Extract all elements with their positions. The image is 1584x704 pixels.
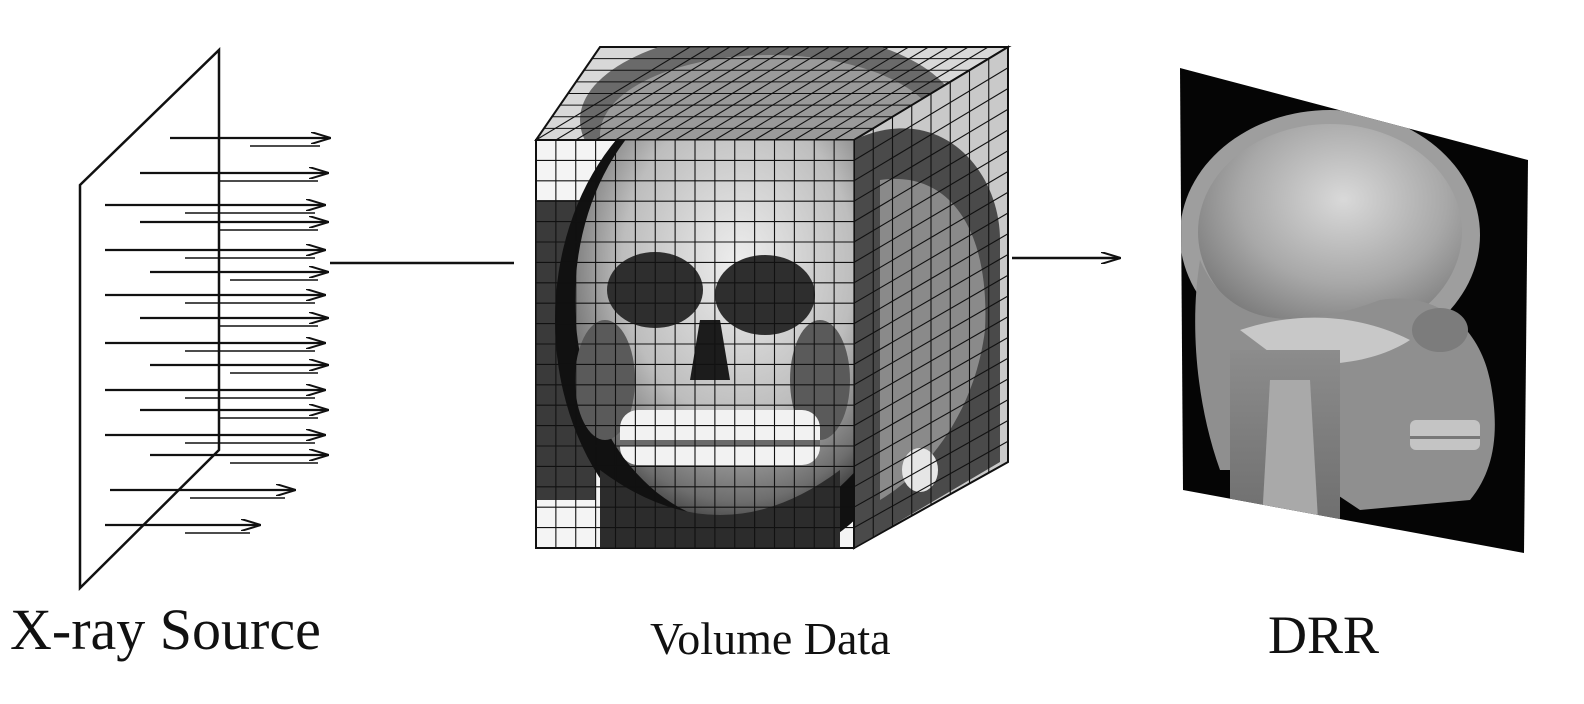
grid-line (853, 67, 1009, 161)
source-plane (78, 47, 221, 592)
grid-line (853, 150, 1009, 243)
grid-line (853, 378, 1009, 467)
drr-image (1180, 68, 1528, 553)
grid-line (853, 88, 1009, 182)
grid-line (853, 461, 1009, 549)
grid-line (853, 440, 1009, 529)
grid-line (853, 254, 1009, 345)
xray-source-label: X-ray Source (10, 597, 321, 662)
grid-line (853, 295, 1009, 386)
grid-line (853, 337, 1009, 427)
grid-line (853, 171, 1009, 263)
ray-arrows (105, 138, 330, 534)
grid-line (853, 108, 1009, 202)
grid-line (853, 274, 1009, 365)
voxel-grid (535, 46, 1009, 549)
volume-cube-group (534, 45, 1012, 550)
grid-line (853, 233, 1009, 325)
grid-line (853, 399, 1009, 488)
grid-line (853, 212, 1009, 304)
grid-line (853, 129, 1009, 223)
grid-line (853, 420, 1009, 508)
volume-data-label: Volume Data (650, 613, 891, 664)
grid-line (853, 357, 1009, 447)
grid-line (853, 191, 1009, 284)
drr-label: DRR (1268, 605, 1380, 665)
grid-line (853, 316, 1009, 406)
grid-line (853, 46, 1009, 141)
xray-source-group (78, 47, 514, 592)
